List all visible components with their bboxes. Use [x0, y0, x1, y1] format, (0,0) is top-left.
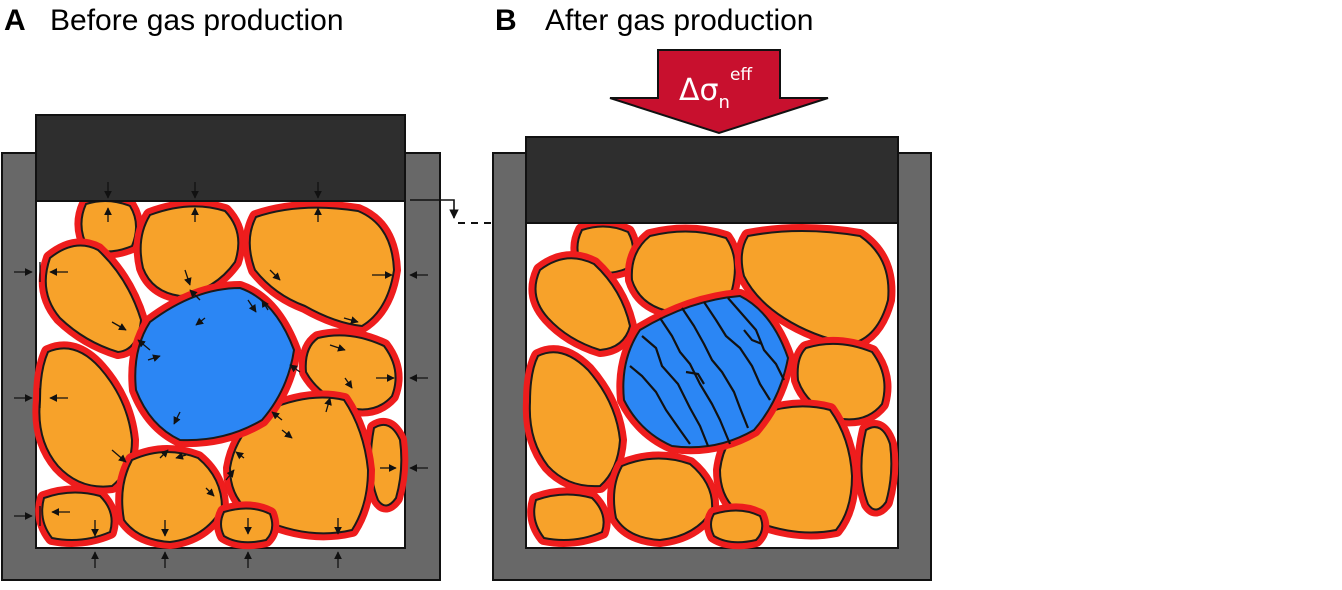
grain-pack-a	[32, 194, 409, 550]
contact-force-arrows-a	[14, 182, 428, 568]
grain	[734, 224, 896, 351]
grain	[133, 199, 246, 303]
reactive-grain-intact	[128, 281, 301, 448]
effective-stress-arrow: Δσneff	[609, 49, 829, 135]
panel-a: A Before gas production	[1, 4, 526, 581]
grain	[713, 399, 859, 540]
grain	[242, 200, 401, 333]
grain	[527, 487, 611, 547]
piston-a	[35, 114, 406, 202]
grain	[607, 451, 720, 547]
grain	[854, 420, 899, 517]
stress-superscript: eff	[730, 65, 753, 85]
grain	[522, 345, 627, 494]
grain	[704, 503, 770, 550]
grain	[214, 501, 280, 550]
grain	[74, 194, 143, 259]
fracture-lines	[629, 297, 785, 447]
stress-symbol: Δσneff	[679, 65, 753, 113]
grain	[35, 485, 119, 547]
panel-a-title: Before gas production	[50, 4, 344, 37]
reactive-grain-fractured	[616, 289, 795, 455]
piston-level-marker	[410, 199, 459, 219]
grain	[115, 444, 229, 549]
panel-b: B After gas production Δσneff	[492, 4, 932, 581]
stress-subscript: n	[719, 92, 730, 113]
stress-delta-sigma: Δσ	[679, 73, 719, 108]
grain	[363, 418, 409, 513]
grain	[223, 390, 375, 541]
panel-a-letter: A	[4, 4, 26, 37]
panel-b-title: After gas production	[545, 4, 814, 37]
grain	[528, 251, 637, 357]
grain-pack-b	[522, 219, 899, 550]
grain	[790, 336, 892, 427]
panel-b-letter: B	[495, 4, 517, 37]
piston-b	[525, 136, 899, 224]
